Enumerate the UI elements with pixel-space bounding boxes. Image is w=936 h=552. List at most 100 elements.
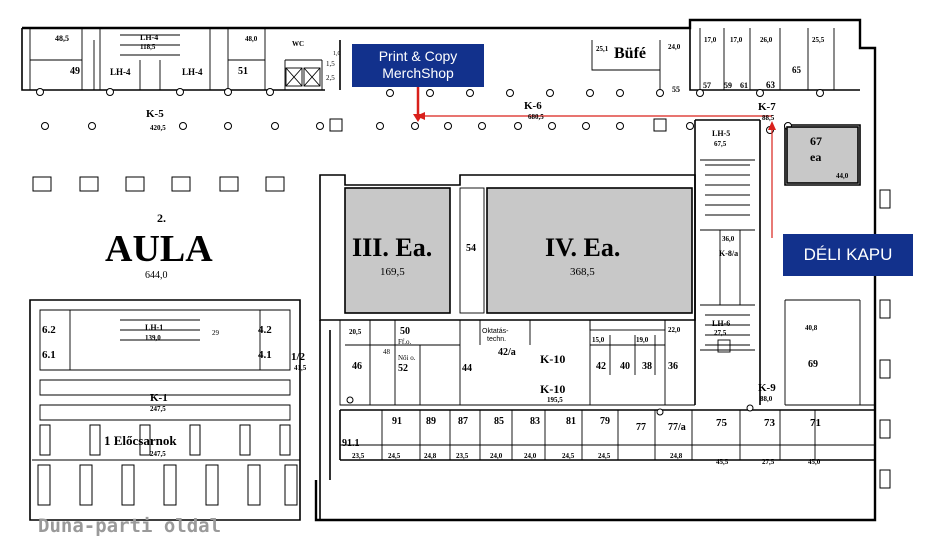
room-label: 87 [458, 416, 468, 427]
corridor-label: K-7 [758, 101, 776, 113]
room-label: techn. [487, 336, 506, 343]
corridor-label: K-1 [150, 392, 168, 404]
room-label: 81 [566, 416, 576, 427]
corridor-label: K-9 [758, 382, 776, 394]
room-label: 69 [808, 359, 818, 370]
hall-4-area [486, 187, 693, 314]
area-label: 247,5 [150, 450, 166, 458]
print-copy-callout[interactable]: Print & Copy MerchShop [352, 44, 484, 87]
room-label: 52 [398, 363, 408, 374]
aula-number: 2. [157, 211, 166, 225]
room-label: 79 [600, 416, 610, 427]
corridor-label: K-10 [540, 382, 565, 396]
area-label: 27,5 [714, 329, 727, 337]
area-label: 139,0 [145, 334, 161, 342]
room-label: 51 [238, 66, 248, 77]
room-label: 59 [724, 81, 732, 90]
area-label: 88,5 [762, 114, 775, 122]
area-label: 2,5 [326, 74, 335, 82]
area-label: 25,1 [596, 45, 609, 53]
room-label: 71 [810, 417, 821, 429]
aula: 2. AULA 644,0 [105, 211, 213, 281]
stair-labels: LH-5 67,5 36,0 LH-6 27,5 [712, 129, 735, 337]
stair-label: LH-4 [140, 33, 158, 42]
area-label: 15,0 [592, 336, 605, 344]
stair-label: LH-4 [110, 67, 131, 77]
room-label: Ff.o. [398, 338, 411, 346]
area-label: 45,0 [808, 458, 821, 466]
bufe-label: Büfé [614, 45, 646, 62]
room-label: 42 [596, 361, 606, 372]
room-label: 6.2 [42, 324, 56, 336]
room-label: 1/2 [291, 351, 306, 363]
room-label: 42/a [498, 347, 516, 358]
route-arrows [413, 86, 776, 238]
room-label: 73 [764, 417, 776, 429]
area-label: 88,0 [760, 395, 773, 403]
room-label: 85 [494, 416, 504, 427]
area-label: 26,0 [760, 36, 773, 44]
stair-label: LH-6 [712, 319, 730, 328]
area-label: 24,8 [424, 452, 437, 460]
area-label: 20,5 [349, 328, 362, 336]
room-label: 36 [668, 361, 678, 372]
top-strip-labels: 48,5 49 LH-4 118,5 LH-4 LH-4 48,0 51 WC … [55, 33, 825, 94]
room-label: 77 [636, 422, 646, 433]
area-label: 17,0 [704, 36, 717, 44]
room-label: 44 [462, 363, 472, 374]
corridor-label: K-10 [540, 352, 565, 366]
area-label: 23,5 [352, 452, 365, 460]
hall-67-area [786, 126, 859, 184]
area-label: 24,5 [562, 452, 575, 460]
hall-3-area [344, 187, 451, 314]
room-label: 61 [740, 81, 748, 90]
columns [32, 88, 891, 506]
room-label: Női o. [398, 354, 416, 362]
room-label: 49 [70, 66, 80, 77]
hall-67-number: 67 [810, 134, 822, 148]
area-label: 24,8 [670, 452, 683, 460]
room-label: 91.1 [342, 438, 360, 449]
area-label: 27,5 [762, 458, 775, 466]
room-54-label: 54 [466, 243, 476, 254]
room-label: 38 [642, 361, 652, 372]
hall-3-title: III. Ea. [352, 233, 432, 262]
corridor-label: K-5 [146, 108, 164, 120]
aula-area: 644,0 [145, 270, 168, 281]
area-label: 420,5 [150, 124, 166, 132]
area-label: 45,5 [716, 458, 729, 466]
room-label: 40 [620, 361, 630, 372]
area-label: 247,5 [150, 405, 166, 413]
room-label: 89 [426, 416, 436, 427]
wc-label: WC [292, 40, 304, 48]
corridor-labels: K-5 420,5 K-6 680,5 K-7 88,5 K-8/a K-9 8… [146, 100, 776, 413]
room-label: 63 [766, 80, 776, 90]
room-label: 77/a [668, 422, 686, 433]
area-label: 22,0 [668, 326, 681, 334]
area-label: 195,5 [547, 396, 563, 404]
area-label: 17,0 [730, 36, 743, 44]
corridor-label: K-8/a [719, 249, 738, 258]
area-label: 24,0 [524, 452, 537, 460]
bottom-room-labels: 91.1 91 89 87 85 83 81 79 77 77/a 75 73 … [342, 416, 821, 466]
room-label: 6.1 [42, 349, 56, 361]
area-label: 36,0 [722, 235, 735, 243]
room-54-box [459, 187, 485, 314]
hall-3-area-label: 169,5 [380, 266, 405, 278]
room-label: 55 [672, 85, 680, 94]
hall-4-area-label: 368,5 [570, 266, 595, 278]
deli-kapu-callout[interactable]: DÉLI KAPU [783, 234, 913, 276]
room-label: 65 [792, 65, 802, 75]
stair-label: LH-1 [145, 323, 163, 332]
area-label: 118,5 [140, 43, 156, 51]
area-label: 48,5 [55, 34, 69, 43]
room-label: 75 [716, 417, 728, 429]
area-label: 680,5 [528, 113, 544, 121]
area-label: 19,0 [636, 336, 649, 344]
area-label: 24,0 [668, 43, 681, 51]
room-label: 57 [703, 81, 711, 90]
area-label: 25,5 [812, 36, 825, 44]
hall-67-area: 44,0 [836, 172, 849, 180]
hall-4-title: IV. Ea. [545, 233, 620, 262]
